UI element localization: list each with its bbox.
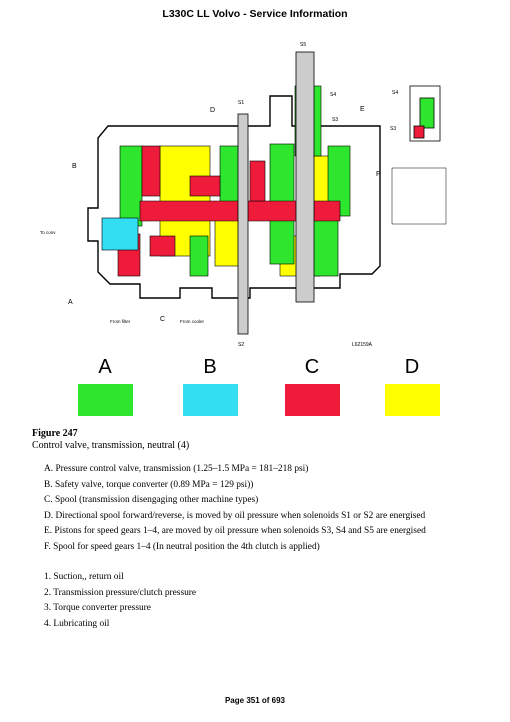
callout-s4-detail: S4: [392, 90, 398, 96]
figure-title: Figure 247: [32, 428, 78, 439]
callout-s2: S2: [238, 342, 244, 348]
legend-item-a: A: [75, 356, 135, 416]
callout-a: A: [68, 299, 73, 306]
label-to-conv: To conv: [40, 230, 56, 235]
callout-s3-detail: S3: [390, 126, 396, 132]
page-number: Page 351 of 693: [224, 696, 286, 705]
control-valve-diagram: D S1 S5 S4 E S3 B F A C S2 S4 S3 To conv…: [40, 42, 447, 348]
list-item: 2. Transmission pressure/clutch pressure: [44, 587, 197, 598]
callout-s3: S3: [332, 117, 338, 123]
label-from-cooler: From cooler: [180, 319, 205, 324]
callout-s5: S5: [300, 42, 306, 48]
legend-letter-c: C: [304, 356, 320, 378]
callout-b: B: [72, 163, 77, 170]
list-item: C. Spool (transmission disengaging other…: [44, 495, 259, 506]
legend-swatch-c: [284, 384, 340, 416]
legend-letter-a: A: [98, 356, 112, 378]
solenoid-detail: [409, 85, 441, 142]
legend-swatch-a: [77, 384, 133, 416]
list-item: 3. Torque converter pressure: [44, 603, 151, 614]
letter-items-list: A. Pressure control valve, transmission …: [44, 462, 426, 556]
list-item: B. Safety valve, torque converter (0.89 …: [44, 479, 254, 490]
color-legend: A B C D: [0, 356, 510, 416]
list-item: D. Directional spool forward/reverse, is…: [44, 510, 426, 521]
legend-swatch-b: [182, 384, 238, 416]
list-item: E. Pistons for speed gears 1–4, are move…: [44, 526, 426, 537]
solenoid-table: [391, 167, 447, 225]
legend-letter-d: D: [404, 356, 420, 378]
figure-caption: Control valve, transmission, neutral (4): [32, 440, 190, 451]
list-item: A. Pressure control valve, transmission …: [44, 464, 309, 474]
callout-s4: S4: [330, 92, 336, 98]
callout-e: E: [360, 106, 365, 113]
legend-item-b: B: [180, 356, 240, 416]
callout-c: C: [160, 316, 165, 323]
number-items-list: 1. Suction,, return oil 2. Transmission …: [44, 570, 196, 632]
label-from-filter: From filter: [110, 319, 131, 324]
list-item: 1. Suction,, return oil: [44, 572, 124, 582]
legend-item-c: C: [282, 356, 342, 416]
callout-f: F: [376, 171, 380, 178]
callout-d: D: [210, 107, 215, 114]
label-ref: L62159A: [352, 342, 373, 348]
callout-s1: S1: [238, 100, 244, 106]
legend-letter-b: B: [203, 356, 217, 378]
list-item: F. Spool for speed gears 1–4 (In neutral…: [44, 541, 320, 552]
list-item: 4. Lubricating oil: [44, 618, 110, 629]
torque-converter-area: [101, 217, 139, 251]
page-header: L330C LL Volvo - Service Information: [162, 8, 348, 20]
spools: [237, 51, 315, 335]
legend-item-d: D: [382, 356, 442, 416]
legend-swatch-d: [384, 384, 440, 416]
